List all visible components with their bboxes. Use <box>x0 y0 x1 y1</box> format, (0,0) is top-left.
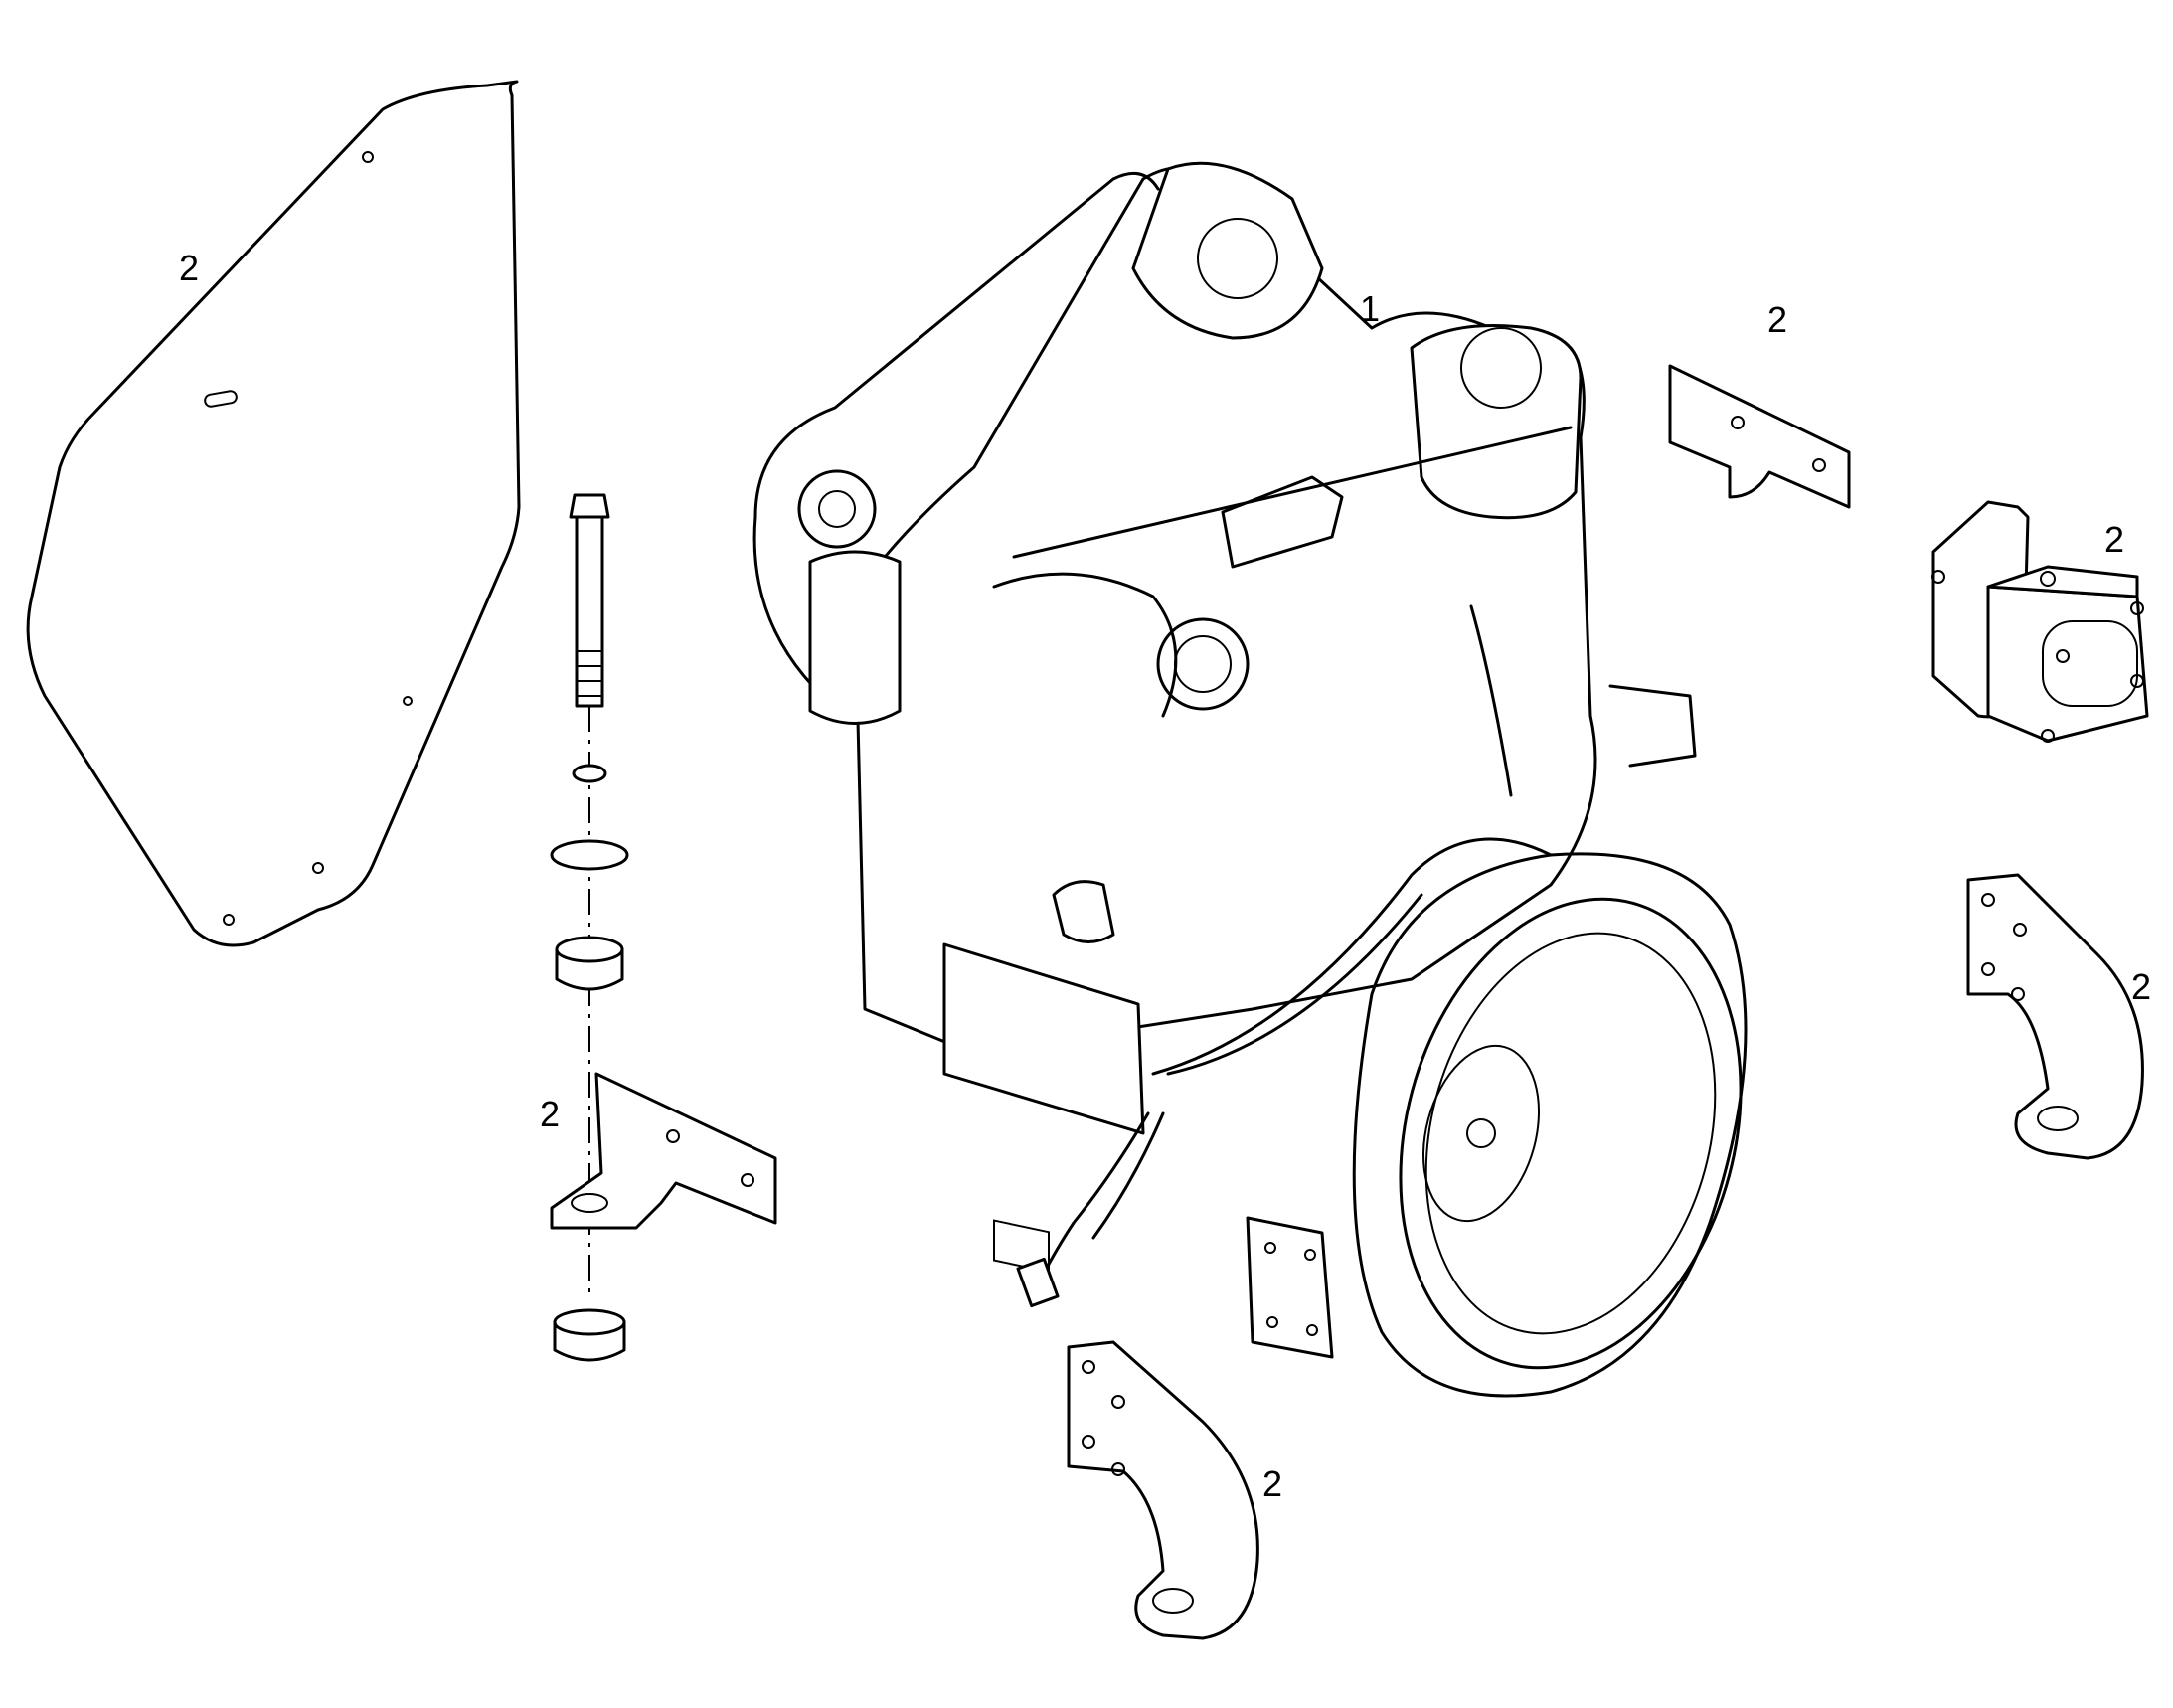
callout-pump: 2 <box>2104 519 2125 560</box>
mounting-bolt-stack <box>550 493 629 1362</box>
callout-engine: 1 <box>1360 288 1381 329</box>
bracket-right <box>1966 873 2144 1160</box>
bracket-top-right <box>1668 364 1851 509</box>
callout-bracket-bottom: 2 <box>1262 1463 1283 1504</box>
callout-bracket-top-right: 2 <box>1767 299 1788 340</box>
cover-plate <box>26 80 521 947</box>
wiring-harness <box>1016 837 1553 1308</box>
callout-bracket-right: 2 <box>2131 966 2152 1007</box>
callout-bracket-left: 2 <box>540 1094 561 1134</box>
engine-assembly <box>752 161 1697 1274</box>
callout-cover-plate: 2 <box>179 248 200 288</box>
flywheel-housing <box>1246 852 1748 1398</box>
bracket-bottom <box>1067 1340 1259 1640</box>
bracket-left <box>550 1072 777 1230</box>
hydraulic-pump <box>1931 500 2149 743</box>
